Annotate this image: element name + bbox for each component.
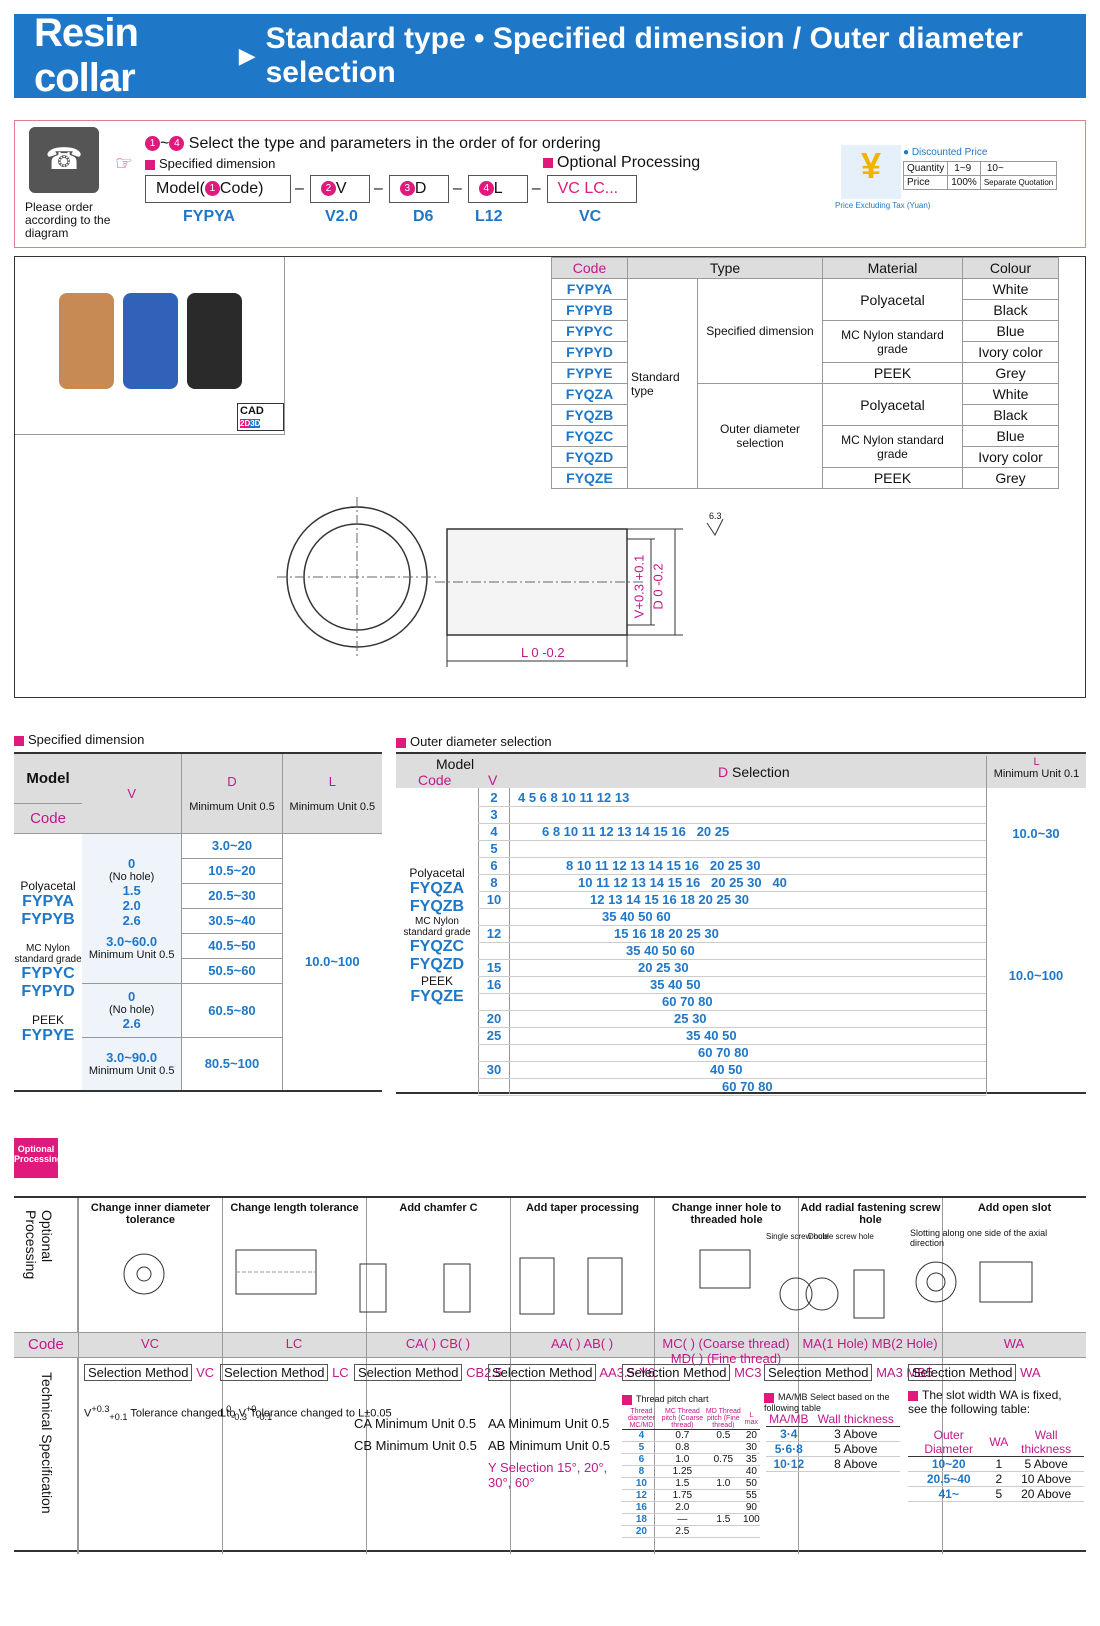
- option-col-code: WA: [1003, 1336, 1025, 1351]
- outer-row: 60 70 80: [478, 1079, 986, 1096]
- outer-row: 3: [478, 807, 986, 824]
- arrow-icon: ▶: [238, 43, 256, 68]
- option-col-code: AA( ) AB( ): [550, 1336, 614, 1351]
- option-col-title: Add radial fastening screw hole: [798, 1198, 942, 1554]
- example-v: V2.0: [325, 208, 358, 225]
- option-col-code: MC( ) (Coarse thread) MD( ) (Fine thread…: [662, 1336, 790, 1366]
- discount-label: ● Discounted Price: [903, 147, 988, 158]
- spec-table-title: Specified dimension: [14, 732, 144, 747]
- product-image: CAD 2D3D: [15, 257, 285, 435]
- collar-orange: [59, 293, 114, 389]
- option-col-code: CA( ) CB( ): [405, 1336, 471, 1351]
- option-col-code: LC: [285, 1336, 303, 1351]
- page-title: Resin collar: [34, 11, 139, 100]
- yen-icon: ¥: [841, 145, 901, 199]
- phone-24-icon: ☎: [29, 127, 99, 193]
- example-model: FYPYA: [183, 208, 235, 225]
- collar-blue: [123, 293, 178, 389]
- outer-row: 35 40 50 60: [478, 909, 986, 926]
- option-col-code: VC: [140, 1336, 160, 1351]
- option-col-title: Add open slot: [942, 1198, 1086, 1554]
- cad-badge[interactable]: CAD 2D3D: [237, 403, 284, 431]
- option-diagrams: [123, 1249, 1033, 1319]
- outer-row: 5: [478, 841, 986, 858]
- example-l: L12: [475, 208, 503, 225]
- page-subtitle: Standard type • Specified dimension / Ou…: [265, 22, 1023, 89]
- v-tolerance: V+0.3 +0.1: [631, 554, 647, 619]
- page-header: Resin collar ▶ Standard type • Specified…: [14, 11, 1086, 100]
- option-col-title: Change length tolerance: [222, 1198, 366, 1554]
- option-col-title: Add chamfer C: [366, 1198, 510, 1554]
- d-tolerance: D 0 -0.2: [650, 563, 666, 610]
- order-instruction: 1~4 Select the type and parameters in th…: [145, 135, 601, 153]
- outer-table-title: Outer diameter selection: [396, 734, 552, 749]
- optional-label: Optional Processing: [543, 154, 700, 172]
- roughness-mark: 6.3: [709, 511, 722, 521]
- outer-row: 60 70 80: [478, 1045, 986, 1062]
- optional-table: Optional Processing Code Technical Speci…: [14, 1196, 1086, 1554]
- outer-row: 60 70 80: [478, 994, 986, 1011]
- l-tolerance: L 0 -0.2: [521, 645, 565, 660]
- outer-row: 35 40 50 60: [478, 943, 986, 960]
- option-col-code: MA(1 Hole) MB(2 Hole): [802, 1336, 938, 1351]
- option-col-title: Change inner diameter tolerance: [78, 1198, 222, 1554]
- pointing-hand-icon: ☞: [115, 153, 133, 175]
- optional-badge: Optional Processing: [14, 1138, 63, 1178]
- option-col-title: Change inner hole to threaded hole: [654, 1198, 798, 1554]
- option-col-title: Add taper processing: [510, 1198, 654, 1554]
- product-panel: CAD 2D3D Code Type Material Colour FYPYA…: [14, 256, 1086, 698]
- example-opt: VC: [579, 208, 602, 225]
- collar-black: [187, 293, 242, 389]
- phone-caption: Please order according to the diagram: [25, 200, 111, 240]
- price-caption: Price Excluding Tax (Yuan): [835, 201, 931, 210]
- technical-drawing: [277, 497, 724, 667]
- order-box: ☎ Please order according to the diagram …: [14, 120, 1086, 248]
- example-d: D6: [413, 208, 434, 225]
- spec-dim-label: Specified dimension: [145, 156, 275, 171]
